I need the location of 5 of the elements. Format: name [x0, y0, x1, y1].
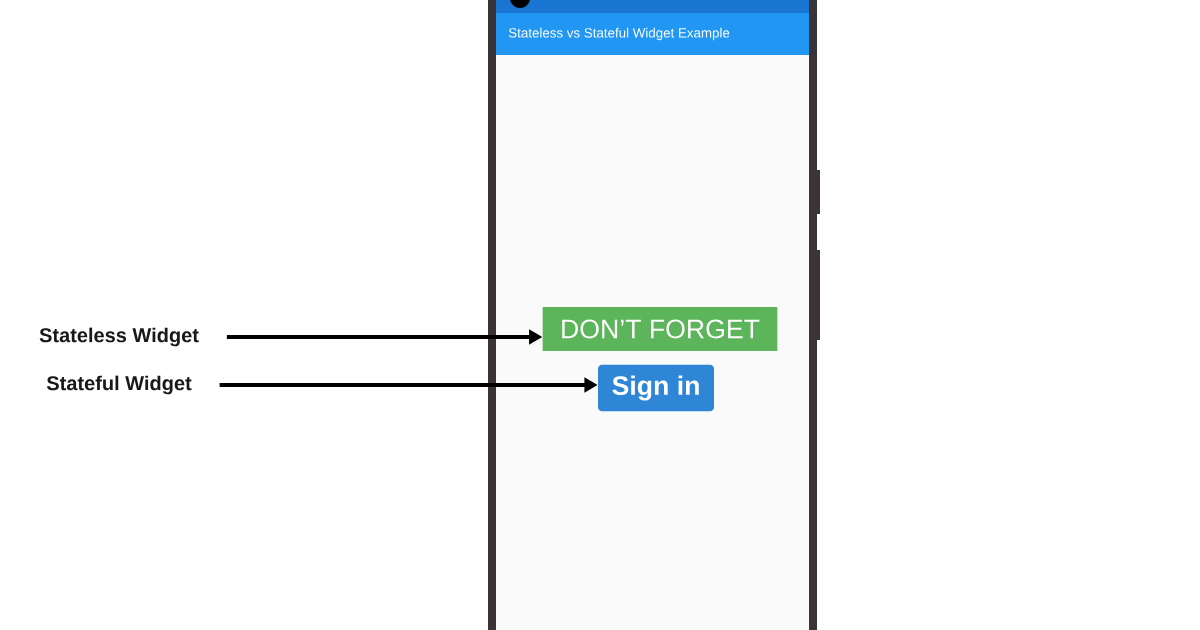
app-bar-title: Stateless vs Stateful Widget Example: [508, 27, 730, 41]
sticker-label: DON’T FORGET: [542, 307, 778, 351]
sign-in-button: Sign in: [598, 364, 714, 412]
widget-label: Stateless Widget: [39, 327, 199, 347]
widget-label: Stateful Widget: [46, 375, 192, 395]
